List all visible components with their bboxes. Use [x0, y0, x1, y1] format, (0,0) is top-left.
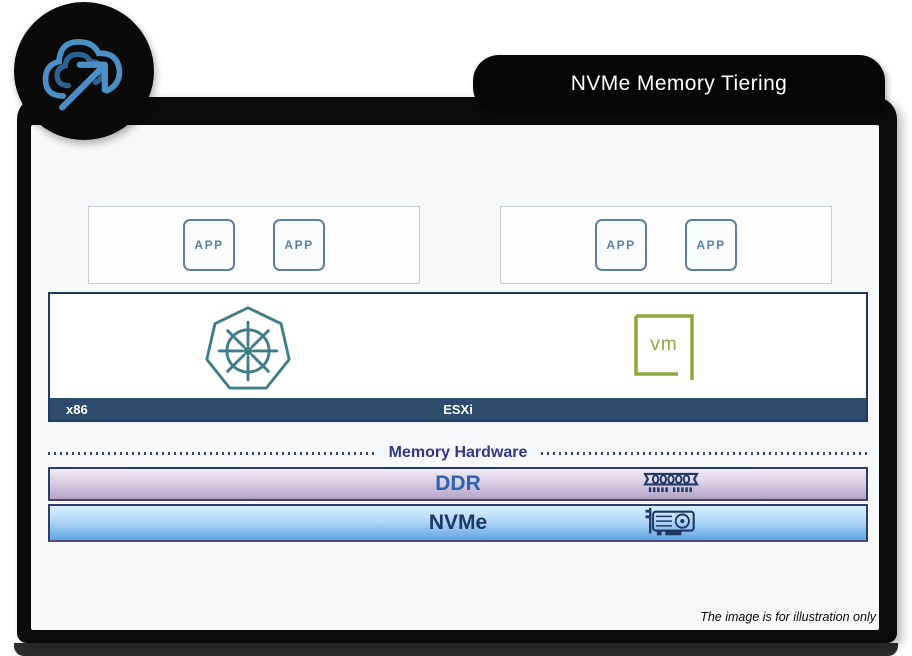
dotted-line-left: [48, 451, 375, 455]
app-tile: APP: [685, 219, 737, 271]
page-title: NVMe Memory Tiering: [570, 72, 788, 95]
dotted-line-right: [541, 451, 868, 455]
ram-dimm-icon: [643, 472, 699, 493]
brand-logo: [14, 2, 154, 140]
disclaimer-text: The image is for illustration only: [700, 610, 876, 624]
memory-hardware-label: Memory Hardware: [388, 444, 528, 461]
app-label: APP: [194, 238, 224, 252]
app-group-vm: APP APP: [500, 206, 832, 284]
title-banner: NVMe Memory Tiering: [473, 55, 885, 113]
vm-box-icon: [634, 314, 694, 380]
esxi-bar: x86 ESXi: [50, 398, 866, 420]
kubernetes-helm-icon: [205, 306, 291, 390]
laptop-base: [14, 643, 898, 656]
tier-nvme: NVMe: [48, 504, 868, 542]
app-label: APP: [284, 238, 314, 252]
app-tile: APP: [273, 219, 325, 271]
app-label: APP: [606, 238, 636, 252]
app-tile: APP: [595, 219, 647, 271]
nvme-label: NVMe: [428, 511, 488, 534]
platform-box: vm x86 ESXi: [48, 292, 868, 422]
app-tile: APP: [183, 219, 235, 271]
app-group-kubernetes: APP APP: [88, 206, 420, 284]
cloud-upload-arrow-icon: [42, 39, 123, 111]
memory-hardware-divider: Memory Hardware: [48, 441, 868, 465]
esxi-label: ESXi: [443, 401, 473, 417]
ddr-label: DDR: [435, 472, 481, 495]
x86-label: x86: [66, 401, 88, 417]
vm-label: vm: [650, 334, 678, 355]
app-label: APP: [696, 238, 726, 252]
tier-ddr: DDR: [48, 467, 868, 501]
nvme-card-icon: [645, 507, 695, 536]
